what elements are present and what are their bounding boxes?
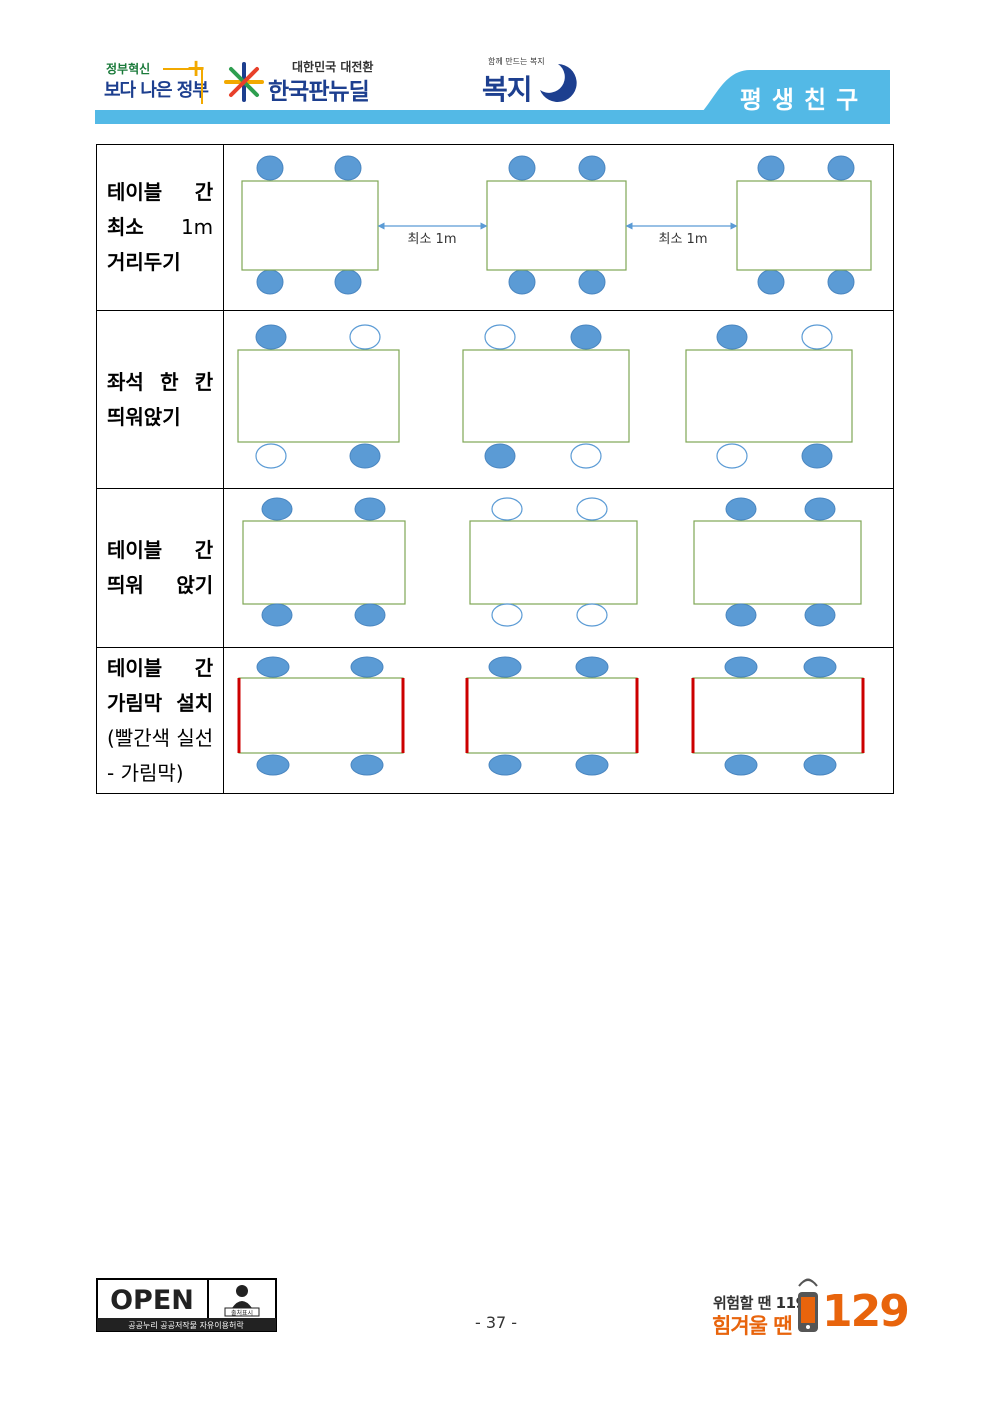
table-row: 테이블 간 띄워 앉기 <box>95 488 895 648</box>
label-word: 최소 <box>107 215 144 239</box>
logo3-small-text: 함께 만드는 복지 <box>488 57 545 66</box>
crescent-icon <box>540 64 577 102</box>
label-word: 띄워앉기 <box>107 404 181 429</box>
table-distance-diagram: 최소 1m 최소 1m <box>241 155 872 295</box>
label-word: 간 <box>194 538 214 562</box>
government-innovation-logo: 정부혁신 보다 나은 정부 + <box>104 54 209 106</box>
label-word: 테이블 <box>107 180 163 204</box>
burst-icon <box>224 62 264 102</box>
seat-spacing-diagram <box>237 324 853 469</box>
label-word: 좌석 <box>107 369 144 394</box>
plus-icon: + <box>186 54 207 82</box>
label-note: (빨간색 실선 <box>107 725 214 750</box>
row-label-cell: 테이블 간 띄워 앉기 <box>95 488 225 648</box>
row-label-cell: 테이블 간 최소 1m 거리두기 <box>95 144 225 311</box>
logo2-big-text: 한국판뉴딜 <box>268 79 370 105</box>
label-word: 간 <box>194 180 214 204</box>
open-caption: 공공누리 공공저작물 자유이용허락 <box>128 1320 244 1330</box>
logo1-small-text: 정부혁신 <box>106 62 151 76</box>
table-spacing-diagram <box>242 497 862 627</box>
row-label: 테이블 간 가림막 설치 (빨간색 실선 - 가림막) <box>97 651 223 791</box>
label-word: 앉기 <box>176 573 214 597</box>
open-badge: 출처표시 <box>231 1309 253 1317</box>
helpline-number: 129 <box>822 1286 910 1337</box>
row-label-cell: 테이블 간 가림막 설치 (빨간색 실선 - 가림막) <box>95 647 225 794</box>
kogl-open-license-logo: OPEN 출처표시 공공누리 공공저작물 자유이용허락 <box>96 1278 277 1332</box>
table-row: 테이블 간 최소 1m 거리두기 <box>95 144 895 311</box>
row-diagram-cell <box>223 310 895 489</box>
row-label: 테이블 간 띄워 앉기 <box>97 533 223 603</box>
korean-new-deal-logo: 대한민국 대전환 한국판뉴딜 <box>222 58 374 108</box>
welfare-logo: 함께 만드는 복지 복지 <box>482 56 582 108</box>
label-word: 칸 <box>194 369 214 394</box>
helpline-129-logo: 위험할 땐 119 힘겨울 땐 129 <box>710 1276 910 1338</box>
open-label: OPEN <box>110 1285 194 1316</box>
partition-diagram <box>237 656 865 776</box>
row-diagram-cell <box>223 488 895 648</box>
section-title: 평생친구 <box>739 86 869 114</box>
person-icon <box>236 1285 248 1297</box>
page-number: - 37 - <box>474 1313 518 1332</box>
phone-icon <box>798 1278 818 1332</box>
label-word: 한 <box>160 369 179 394</box>
distance-label: 최소 1m <box>408 232 457 247</box>
row-label: 테이블 간 최소 1m 거리두기 <box>97 175 223 280</box>
helpline-big-text: 힘겨울 땐 <box>712 1314 793 1338</box>
page-header: 정부혁신 보다 나은 정부 + 대한민국 대전환 한국판뉴딜 함께 만드는 복지… <box>0 0 992 130</box>
logo2-small-text: 대한민국 대전환 <box>292 60 374 74</box>
logo1-big-text: 보다 나은 정부 <box>104 80 209 101</box>
label-note: - 가림막) <box>107 760 184 785</box>
logo3-big-text: 복지 <box>482 73 533 106</box>
label-word: 테이블 <box>107 538 163 562</box>
label-word: 가림막 <box>107 690 163 715</box>
label-word: 설치 <box>176 690 214 715</box>
label-word: 거리두기 <box>107 250 181 274</box>
row-diagram-cell: 최소 1m 최소 1m <box>223 144 895 311</box>
helpline-small-text: 위험할 땐 119 <box>713 1294 806 1312</box>
label-word: 띄워 <box>107 573 144 597</box>
label-word: 간 <box>194 655 214 680</box>
logo1-bracket <box>163 68 203 104</box>
label-word: 테이블 <box>107 655 163 680</box>
header-band <box>95 110 890 124</box>
label-word: 1m <box>180 215 214 239</box>
table-row: 테이블 간 가림막 설치 (빨간색 실선 - 가림막) <box>95 647 895 794</box>
row-diagram-cell <box>223 647 895 794</box>
distance-label: 최소 1m <box>659 232 708 247</box>
